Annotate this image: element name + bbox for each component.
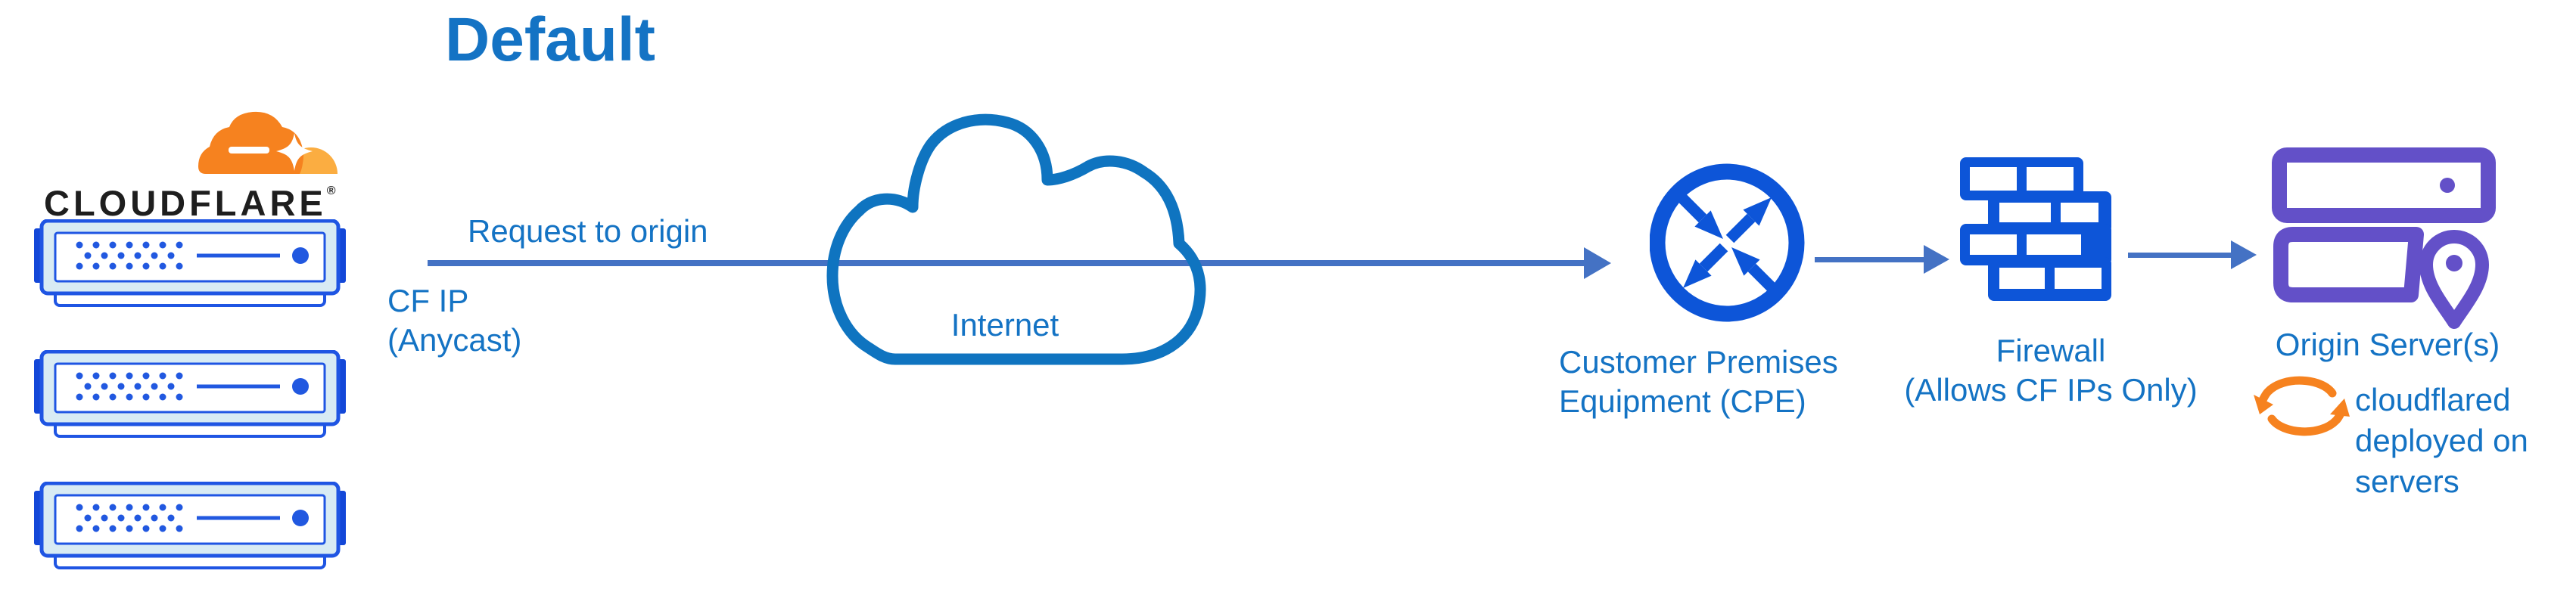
internet-label: Internet xyxy=(950,307,1059,343)
arrow-right-icon xyxy=(1815,257,1924,262)
arrow-right-icon xyxy=(2128,253,2231,258)
firewall-brick-icon xyxy=(1960,157,2111,301)
cloudflare-wordmark: CLOUDFLARE® xyxy=(44,182,336,224)
server-power-light xyxy=(292,247,309,264)
cloudflared-note: cloudflared deployed on servers xyxy=(2355,380,2528,502)
cloudflared-note-line3: servers xyxy=(2355,464,2459,499)
firewall-label: Firewall (Allows CF IPs Only) xyxy=(1888,331,2214,410)
cloudflare-brand-text: CLOUDFLARE xyxy=(44,183,327,223)
page-title: Default xyxy=(445,5,655,74)
request-to-origin-label: Request to origin xyxy=(468,213,708,249)
edge-server-icon xyxy=(34,482,346,569)
cpe-label-line2: Equipment (CPE) xyxy=(1559,383,1806,419)
registered-mark: ® xyxy=(326,185,336,197)
cf-ip-line: CF IP xyxy=(387,283,469,318)
origin-servers-icon xyxy=(2272,147,2496,329)
cpe-label: Customer Premises Equipment (CPE) xyxy=(1559,343,1838,421)
cloudflared-note-line1: cloudflared xyxy=(2355,382,2511,417)
sync-arrows-icon xyxy=(2254,376,2350,436)
router-crossed-arrows-icon xyxy=(1650,163,1805,322)
arrowhead-icon xyxy=(2231,240,2257,269)
cloudflared-note-line2: deployed on xyxy=(2355,423,2528,458)
edge-server-icon xyxy=(34,350,346,438)
arrow-right-icon xyxy=(428,260,1584,266)
anycast-line: (Anycast) xyxy=(387,322,522,358)
firewall-label-line2: (Allows CF IPs Only) xyxy=(1904,372,2198,408)
internet-cloud-icon xyxy=(826,113,1206,365)
origin-servers-label: Origin Server(s) xyxy=(2275,327,2500,362)
server-vent-dots xyxy=(76,241,183,270)
arrowhead-icon xyxy=(1924,245,1949,274)
firewall-label-line1: Firewall xyxy=(1996,333,2106,368)
cpe-label-line1: Customer Premises xyxy=(1559,344,1838,380)
arrowhead-icon xyxy=(1584,247,1611,279)
cf-ip-anycast-label: CF IP (Anycast) xyxy=(387,281,521,360)
cloudflare-cloud-logo xyxy=(198,111,338,174)
location-pin-icon xyxy=(2419,230,2489,329)
edge-server-icon xyxy=(34,219,346,307)
